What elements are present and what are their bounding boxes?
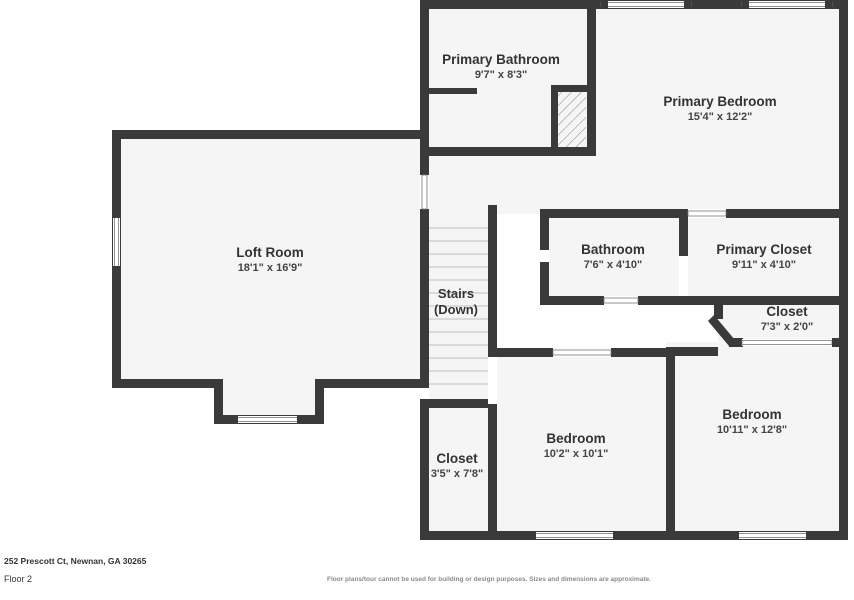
room-dimensions-primary-bedroom: 15'4" x 12'2"	[687, 110, 753, 123]
room-dimensions-bedroom-center: 10'2" x 10'1"	[543, 447, 609, 460]
room-label-primary-bathroom: Primary Bathroom 9'7" x 8'3"	[401, 52, 601, 83]
room-label-primary-closet: Primary Closet 9'11" x 4'10"	[689, 242, 839, 273]
windows	[112, 0, 839, 540]
room-dimensions-primary-closet: 9'11" x 4'10"	[732, 258, 796, 271]
room-label-bedroom-right: Bedroom 10'11" x 12'8"	[672, 407, 832, 438]
room-dimensions-bedroom-right: 10'11" x 12'8"	[716, 423, 788, 436]
room-label-closet-upper-right: Closet 7'3" x 2'0"	[717, 304, 854, 335]
room-name-bathroom: Bathroom	[581, 242, 645, 257]
room-label-loft-room: Loft Room 18'1" x 16'9"	[170, 245, 370, 276]
room-name-primary-bathroom: Primary Bathroom	[442, 52, 560, 67]
shower-fixture-icon	[556, 90, 586, 148]
disclaimer-text: Floor plans/tour cannot be used for buil…	[327, 576, 651, 583]
room-fill-middle-band	[544, 214, 848, 300]
footer: 252 Prescott Ct, Newnan, GA 30265 Floor …	[0, 556, 854, 600]
room-dimensions-closet-upper-right: 7'3" x 2'0"	[760, 320, 814, 333]
room-label-bathroom: Bathroom 7'6" x 4'10"	[538, 242, 688, 273]
room-name-closet-bottom: Closet	[436, 451, 478, 466]
room-fill-loft-room	[116, 134, 424, 420]
floor-label: Floor 2	[4, 574, 33, 584]
room-dimensions-closet-bottom: 3'5" x 7'8"	[430, 467, 484, 480]
stairs-label-line1: Stairs	[437, 286, 475, 301]
stairs-label: Stairs (Down)	[396, 286, 516, 319]
room-fill-upper-block	[424, 4, 848, 214]
stairs-treads	[428, 227, 488, 385]
room-name-bedroom-right: Bedroom	[722, 407, 782, 422]
room-name-closet-upper-right: Closet	[766, 304, 808, 319]
room-name-loft-room: Loft Room	[236, 245, 304, 260]
room-label-primary-bedroom: Primary Bedroom 15'4" x 12'2"	[620, 94, 820, 125]
room-name-bedroom-center: Bedroom	[546, 431, 606, 446]
room-dimensions-loft-room: 18'1" x 16'9"	[237, 261, 303, 274]
room-dimensions-primary-bathroom: 9'7" x 8'3"	[474, 68, 528, 81]
room-fills	[116, 4, 848, 536]
room-label-closet-bottom: Closet 3'5" x 7'8"	[392, 451, 522, 482]
room-fill-center-lower	[424, 214, 666, 536]
room-dimensions-bathroom: 7'6" x 4'10"	[583, 258, 643, 271]
room-name-primary-bedroom: Primary Bedroom	[663, 94, 777, 109]
room-fill-right-lower	[666, 300, 848, 536]
door-openings	[420, 250, 688, 404]
room-name-primary-closet: Primary Closet	[716, 242, 812, 257]
property-address: 252 Prescott Ct, Newnan, GA 30265	[4, 556, 147, 566]
stairs-label-line2: (Down)	[433, 302, 479, 318]
room-label-bedroom-center: Bedroom 10'2" x 10'1"	[506, 431, 646, 462]
